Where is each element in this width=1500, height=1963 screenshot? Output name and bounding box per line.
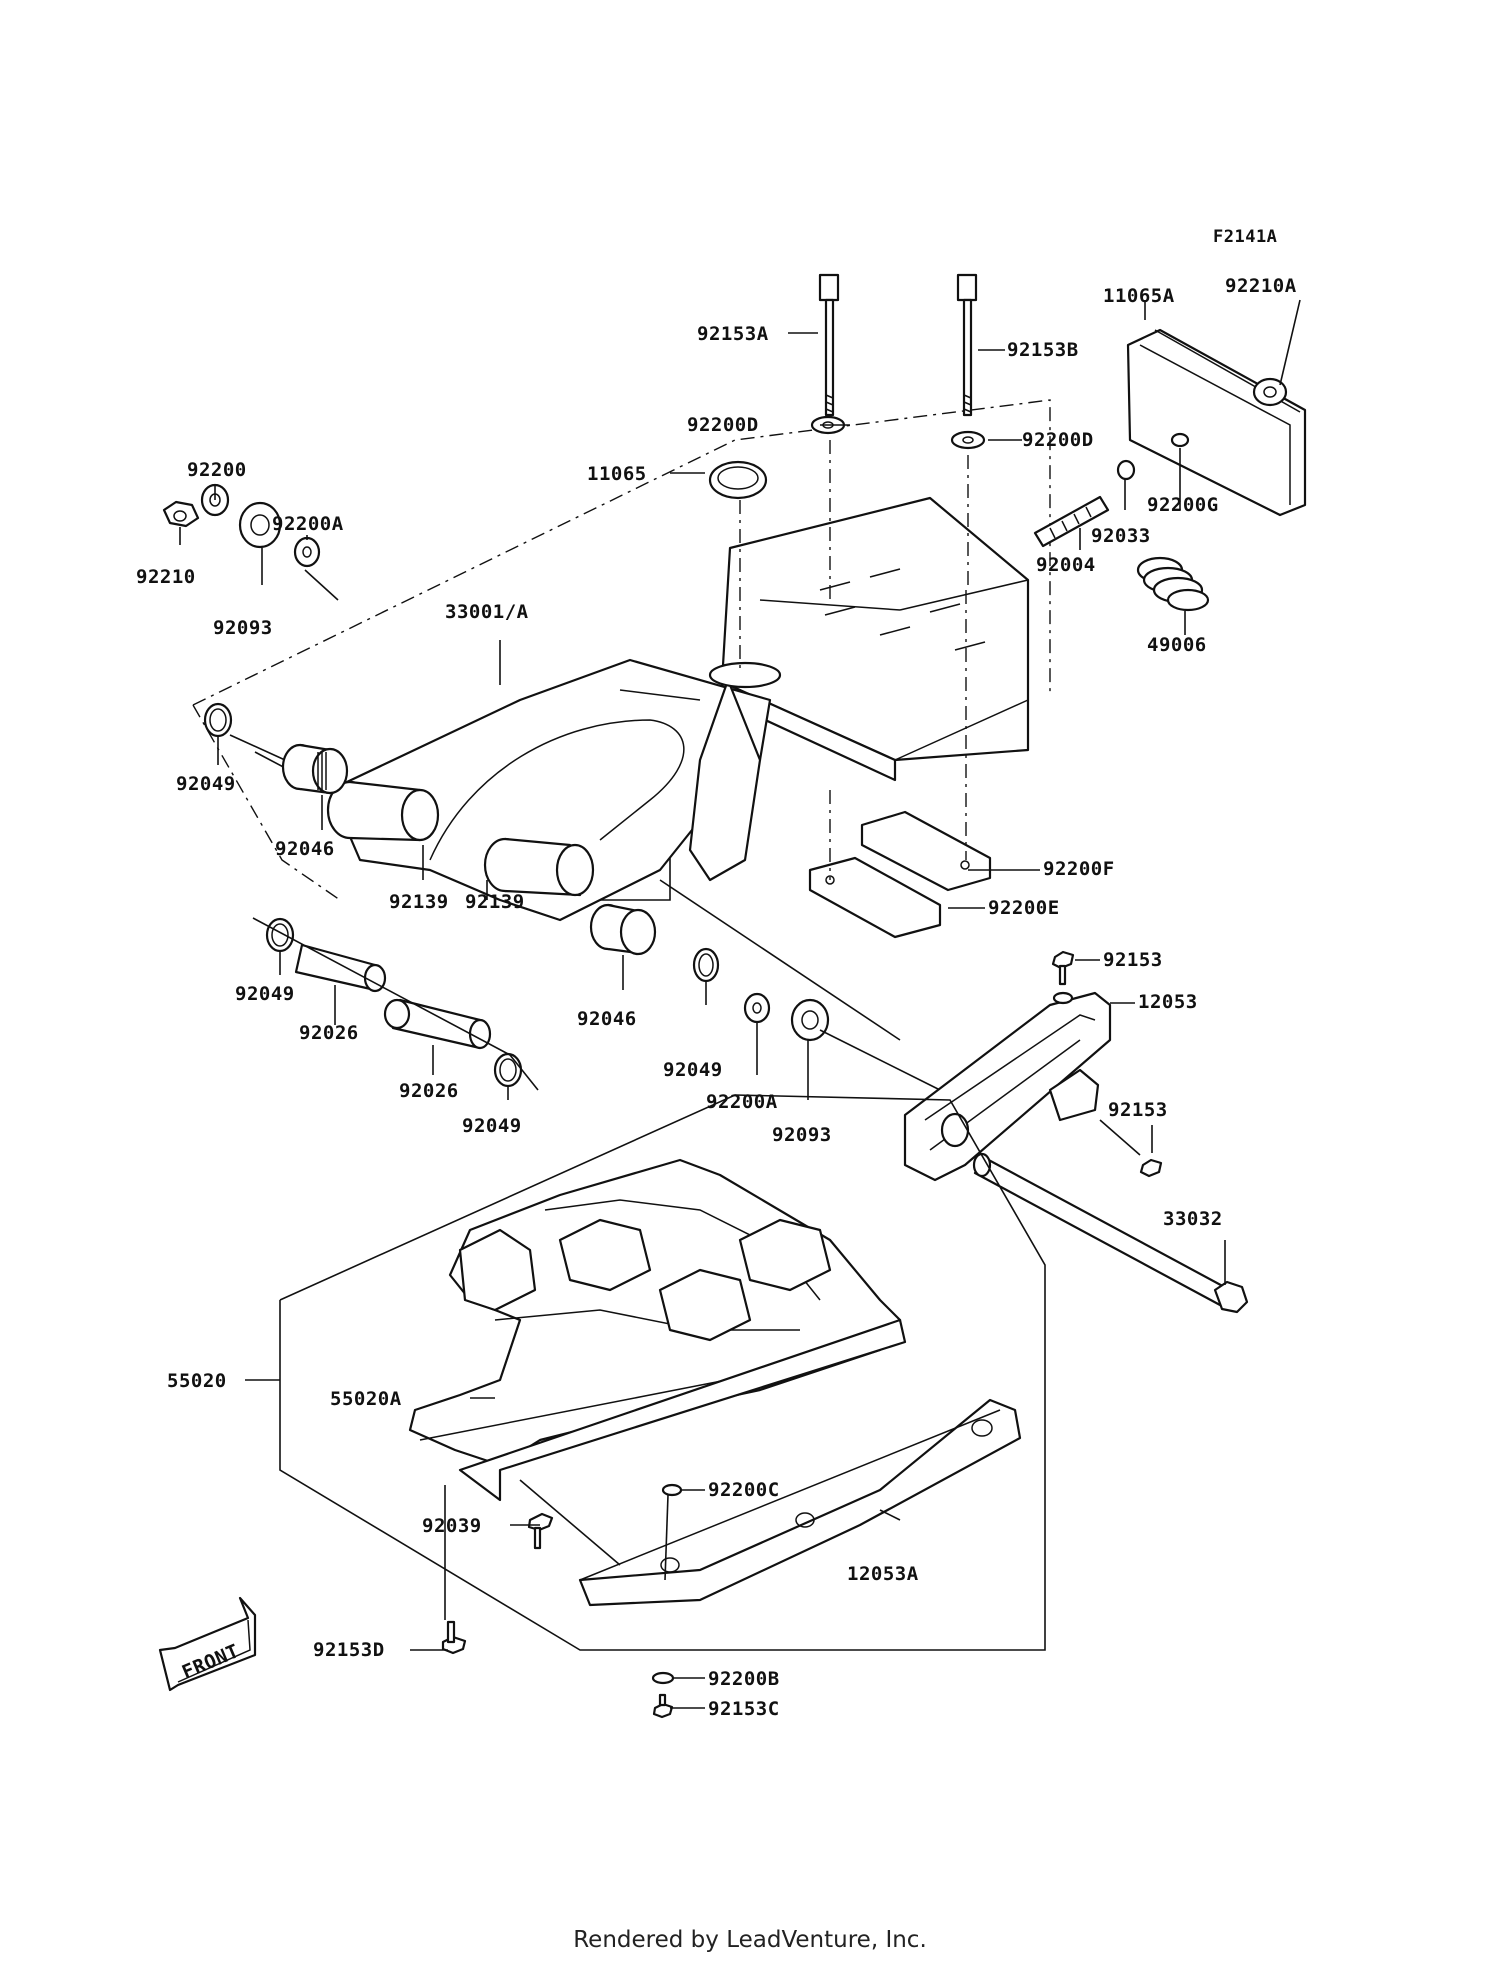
part-label-11065A[interactable]: 11065A xyxy=(1103,285,1175,307)
part-label-92200E[interactable]: 92200E xyxy=(988,897,1060,919)
part-label-92049[interactable]: 92049 xyxy=(663,1059,723,1081)
part-label-92210A[interactable]: 92210A xyxy=(1225,275,1297,297)
part-label-92200B[interactable]: 92200B xyxy=(708,1668,780,1690)
part-label-92200D[interactable]: 92200D xyxy=(1022,429,1094,451)
part-label-92139[interactable]: 92139 xyxy=(389,891,449,913)
part-label-92046[interactable]: 92046 xyxy=(275,838,335,860)
skid-plate xyxy=(279,1094,1046,1651)
part-label-55020A[interactable]: 55020A xyxy=(330,1388,402,1410)
part-label-92093[interactable]: 92093 xyxy=(772,1124,832,1146)
part-label-92026[interactable]: 92026 xyxy=(399,1080,459,1102)
part-label-49006[interactable]: 49006 xyxy=(1147,634,1207,656)
part-label-92139[interactable]: 92139 xyxy=(465,891,525,913)
part-label-92026[interactable]: 92026 xyxy=(299,1022,359,1044)
part-label-92200G[interactable]: 92200G xyxy=(1147,494,1219,516)
bottom-hardware xyxy=(651,1671,675,1719)
chain-guide-parts xyxy=(1033,328,1307,612)
slider-12053A xyxy=(441,1398,1022,1655)
part-label-92049[interactable]: 92049 xyxy=(176,773,236,795)
bracket-plates xyxy=(808,590,992,939)
part-label-92033[interactable]: 92033 xyxy=(1091,525,1151,547)
part-label-11065[interactable]: 11065 xyxy=(587,463,647,485)
part-label-92210[interactable]: 92210 xyxy=(136,566,196,588)
part-label-92200F[interactable]: 92200F xyxy=(1043,858,1115,880)
part-label-92153[interactable]: 92153 xyxy=(1103,949,1163,971)
part-label-92153C[interactable]: 92153C xyxy=(708,1698,780,1720)
part-label-92200A[interactable]: 92200A xyxy=(272,513,344,535)
part-label-55020[interactable]: 55020 xyxy=(167,1370,227,1392)
part-label-92049[interactable]: 92049 xyxy=(462,1115,522,1137)
part-label-92039[interactable]: 92039 xyxy=(422,1515,482,1537)
part-label-92153[interactable]: 92153 xyxy=(1108,1099,1168,1121)
part-label-92200D[interactable]: 92200D xyxy=(687,414,759,436)
part-label-92200A[interactable]: 92200A xyxy=(706,1091,778,1113)
leader-lines xyxy=(179,299,1301,1709)
swingarm-illustration xyxy=(192,399,1051,922)
part-label-12053A[interactable]: 12053A xyxy=(847,1563,919,1585)
part-label-92153D[interactable]: 92153D xyxy=(313,1639,385,1661)
front-arrow-icon: FRONT xyxy=(158,1596,257,1692)
left-hardware xyxy=(162,483,349,795)
part-labels: F2141A 92153A 92153B 11065A 92210A 92200… xyxy=(136,227,1297,1720)
top-bolts xyxy=(708,273,986,670)
part-label-33032[interactable]: 33032 xyxy=(1163,1208,1223,1230)
part-label-92004[interactable]: 92004 xyxy=(1036,554,1096,576)
part-label-92200C[interactable]: 92200C xyxy=(708,1479,780,1501)
part-label-92200[interactable]: 92200 xyxy=(187,459,247,481)
diagram-reference: F2141A xyxy=(1213,227,1277,247)
part-label-33001A[interactable]: 33001/A xyxy=(445,601,529,623)
pivot-collars xyxy=(252,879,941,1091)
part-label-12053[interactable]: 12053 xyxy=(1138,991,1198,1013)
part-label-92153B[interactable]: 92153B xyxy=(1007,339,1079,361)
part-label-92049[interactable]: 92049 xyxy=(235,983,295,1005)
part-label-92093[interactable]: 92093 xyxy=(213,617,273,639)
footer-credit: Rendered by LeadVenture, Inc. xyxy=(573,1927,927,1953)
part-label-92046[interactable]: 92046 xyxy=(577,1008,637,1030)
part-label-92153A[interactable]: 92153A xyxy=(697,323,769,345)
